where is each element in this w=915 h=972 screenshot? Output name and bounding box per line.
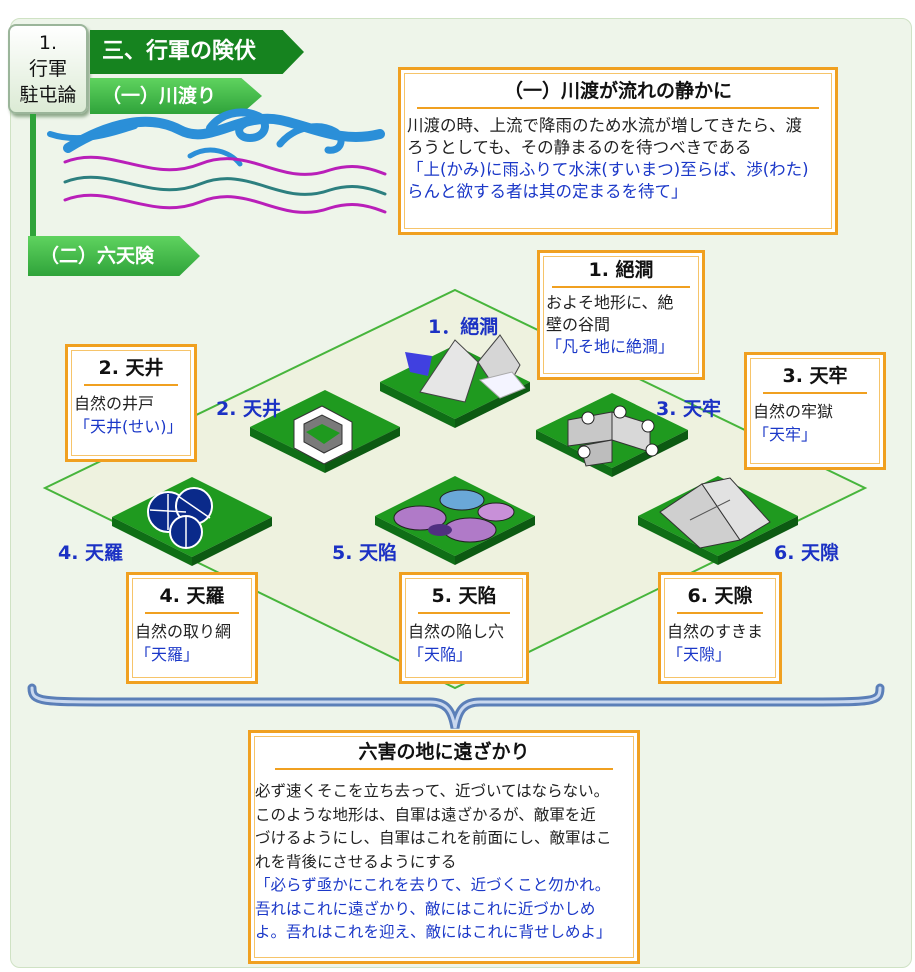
six-harms-title: 六害の地に遠ざかり — [275, 741, 613, 770]
outline-connector — [30, 114, 36, 238]
river-waves-illustration — [47, 108, 387, 214]
box-natural-prison-title: 3. 天牢 — [763, 365, 867, 394]
chapter-tag[interactable]: 1. 行軍 駐屯論 — [8, 24, 88, 114]
box-natural-crevice-quote: 「天隙」 — [667, 645, 732, 664]
box-natural-crevice: 6. 天隙 自然のすきま 「天隙」 — [658, 572, 782, 684]
river-crossing-box: （一）川渡が流れの静かに 川渡の時、上流で降雨のため水流が増してきたら、渡 ろう… — [398, 67, 838, 235]
section-title-banner: 三、行軍の険伏 — [90, 30, 304, 74]
six-harms-quote: よ。吾れはこれを迎え、敵にはこれに背せしめよ」 — [255, 923, 612, 941]
box-natural-net-quote: 「天羅」 — [135, 645, 200, 664]
tile-natural-prison — [536, 393, 688, 477]
chapter-tag-line: 行軍 — [28, 58, 67, 80]
tile-natural-pitfall — [375, 476, 535, 565]
tile-natural-crevice — [638, 476, 798, 565]
box-natural-well-quote: 「天井(せい)」 — [74, 417, 183, 436]
box-natural-net-title: 4. 天羅 — [145, 585, 239, 614]
chapter-tag-line: 駐屯論 — [19, 84, 77, 106]
box-natural-well-title: 2. 天井 — [84, 357, 178, 386]
six-harms-text: れを背後にさせるようにする — [255, 852, 457, 871]
six-harms-box: 六害の地に遠ざかり 必ず速くそこを立ち去って、近づいてはならない。 このような地… — [248, 730, 640, 964]
tile-ravine — [380, 334, 530, 428]
box-natural-pitfall: 5. 天陷 自然の陥し穴 「天陥」 — [399, 572, 529, 684]
label-ravine: 1．絕澗 — [428, 316, 499, 338]
box-natural-crevice-text: 自然のすきま — [667, 622, 764, 641]
subsection-river-banner[interactable]: （一）川渡り — [90, 78, 262, 114]
subsection-six-perils-banner[interactable]: （二）六天険 — [28, 236, 200, 276]
box-natural-pitfall-title: 5. 天陷 — [418, 585, 510, 614]
box-natural-net-text: 自然の取り網 — [135, 622, 232, 641]
box-natural-well-text: 自然の井戸 — [74, 394, 155, 413]
six-harms-quote: 吾れはこれに遠ざかり、敵にはこれに近づかしめ — [255, 899, 596, 918]
label-natural-pitfall: 5. 天陷 — [332, 542, 398, 564]
six-harms-text: 必ず速くそこを立ち去って、近づいてはならない。 — [255, 782, 610, 800]
box-natural-prison: 3. 天牢 自然の牢獄 「天牢」 — [744, 352, 886, 470]
box-ravine-title: 1. 絕澗 — [552, 259, 690, 288]
box-ravine: 1. 絕澗 およそ地形に、絶 壁の谷間 「凡そ地に絶澗」 — [537, 250, 705, 380]
six-harms-text: づけるようにし、自軍はこれを前面にし、敵軍はこ — [255, 829, 612, 847]
box-natural-pitfall-text: 自然の陥し穴 — [408, 622, 505, 641]
label-natural-net: 4. 天羅 — [58, 542, 124, 564]
chapter-tag-line: 1. — [38, 32, 58, 54]
box-natural-prison-quote: 「天牢」 — [753, 425, 818, 444]
box-natural-prison-text: 自然の牢獄 — [753, 402, 834, 421]
box-natural-pitfall-quote: 「天陥」 — [408, 645, 473, 664]
box-ravine-text: 壁の谷間 — [546, 315, 611, 334]
river-quote-line: 「上(かみ)に雨ふりて水沫(すいまつ)至らば、渉(わた) — [407, 160, 809, 179]
box-natural-well: 2. 天井 自然の井戸 「天井(せい)」 — [65, 344, 197, 462]
label-natural-prison: 3. 天牢 — [656, 398, 722, 420]
box-ravine-text: およそ地形に、絶 — [546, 293, 674, 312]
six-harms-quote: 「必らず亟かにこれを去りて、近づくこと勿かれ。 — [255, 876, 611, 894]
box-natural-crevice-title: 6. 天隙 — [677, 585, 763, 614]
river-quote-line: らんと欲する者は其の定まるを待て」 — [407, 182, 688, 201]
tile-natural-well — [250, 390, 400, 473]
river-crossing-title: （一）川渡が流れの静かに — [417, 80, 819, 109]
river-text-line: 川渡の時、上流で降雨のため水流が増してきたら、渡 — [407, 116, 803, 135]
label-natural-crevice: 6. 天隙 — [774, 542, 840, 564]
tile-natural-net — [112, 477, 272, 566]
river-text-line: ろうとしても、その静まるのを待つべきである — [407, 138, 752, 157]
box-natural-net: 4. 天羅 自然の取り網 「天羅」 — [126, 572, 258, 684]
box-ravine-quote: 「凡そ地に絶澗」 — [546, 337, 675, 356]
label-natural-well: 2. 天井 — [216, 398, 282, 420]
six-harms-text: このような地形は、自軍は遠ざかるが、敵軍を近 — [255, 805, 596, 824]
